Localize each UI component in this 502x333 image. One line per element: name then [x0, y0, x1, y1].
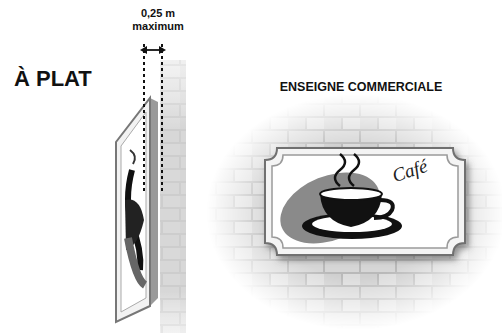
sign-type-label: ENSEIGNE COMMERCIALE	[236, 80, 486, 95]
sign-board: Café	[265, 148, 465, 255]
dimension-label: 0,25 m maximum	[126, 7, 190, 33]
sign-text: Café	[389, 155, 430, 187]
view-label: À PLAT	[14, 66, 114, 92]
dimension-line	[140, 44, 166, 192]
side-wall	[160, 60, 186, 333]
side-sign	[116, 98, 158, 322]
coffee-cup	[270, 154, 402, 257]
brick-wall	[200, 90, 502, 333]
